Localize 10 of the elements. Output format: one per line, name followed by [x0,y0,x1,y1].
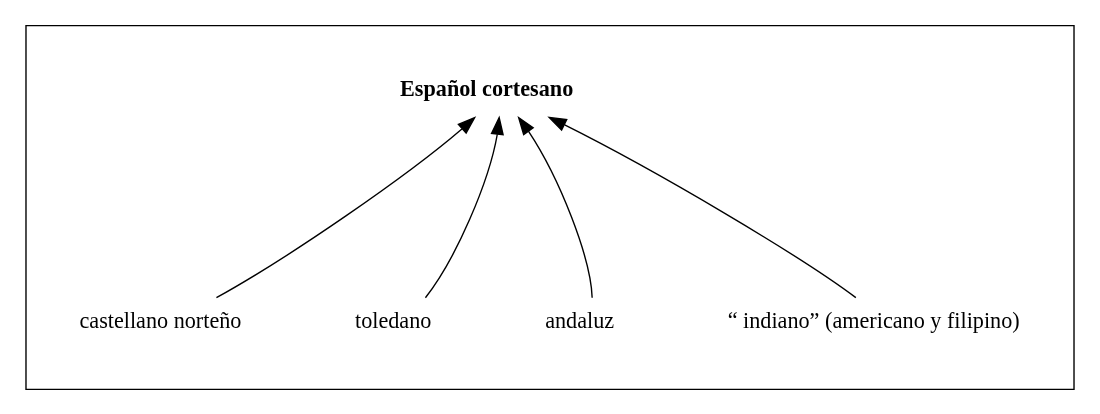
node-text: Español cortesano [400,75,574,101]
arrow [547,115,857,298]
arrow [215,115,477,298]
node-text: toledano [354,307,432,333]
node-text: andaluz [545,307,615,333]
arrow [424,115,504,298]
arrow [517,115,593,298]
cluster [25,24,1075,390]
node-text: “ indiano” (americano y filipino) [727,307,1020,333]
node-text: castellano norteño [79,307,242,333]
